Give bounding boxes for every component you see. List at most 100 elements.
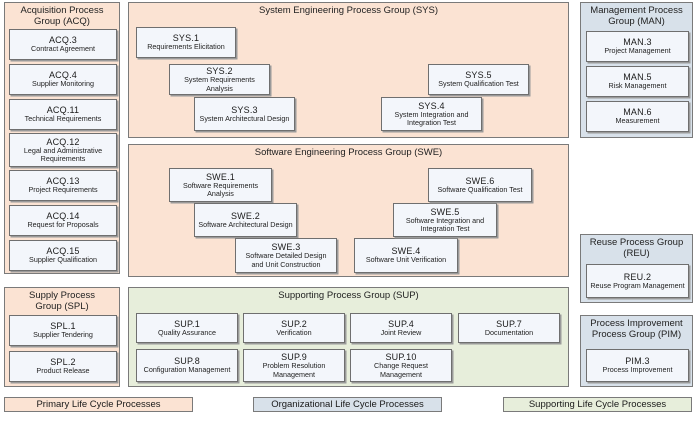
process-name: Configuration Management <box>143 365 231 375</box>
process-id: SYS.1 <box>172 33 200 44</box>
process-swe-1[interactable]: SWE.1 Software Requirements Analysis <box>169 168 272 202</box>
pim-group: Process Improvement Process Group (PIM) … <box>580 315 693 387</box>
process-id: SYS.3 <box>231 104 258 115</box>
process-id: SPL.2 <box>50 357 76 368</box>
process-name: Software Qualification Test <box>437 184 523 194</box>
process-id: PIM.3 <box>625 356 650 367</box>
process-name: Software Detailed Design and Unit Constr… <box>245 251 327 269</box>
process-id: MAN.5 <box>623 72 652 83</box>
legend-primary: Primary Life Cycle Processes <box>4 397 193 412</box>
process-id: ACQ.11 <box>46 105 80 116</box>
process-name: Legal and Administrative Requirements <box>23 145 103 163</box>
acq-group-title: Acquisition Process Group (ACQ) <box>20 5 104 27</box>
process-name: Process Improvement <box>602 365 673 375</box>
process-name: Problem Resolution Management <box>262 361 326 379</box>
swe-group-title: Software Engineering Process Group (SWE) <box>254 147 443 158</box>
acq-group: Acquisition Process Group (ACQ) ACQ.3 Co… <box>4 2 120 274</box>
process-name: Product Release <box>36 366 90 376</box>
process-name: System Integration and Integration Test <box>394 109 469 127</box>
process-id: SWE.5 <box>430 206 460 217</box>
process-name: System Qualification Test <box>438 79 519 89</box>
process-name: Software Requirements Analysis <box>182 180 259 198</box>
reu-group-title: Reuse Process Group (REU) <box>589 237 684 259</box>
process-name: Joint Review <box>380 327 422 337</box>
pim-group-title: Process Improvement Process Group (PIM) <box>590 318 683 340</box>
process-man-5[interactable]: MAN.5 Risk Management <box>586 66 689 97</box>
legend-supporting: Supporting Life Cycle Processes <box>503 397 692 412</box>
process-name: Software Architectural Design <box>198 219 293 229</box>
process-acq-3[interactable]: ACQ.3 Contract Agreement <box>9 29 117 60</box>
process-name: Project Management <box>604 46 671 56</box>
process-name: Project Requirements <box>28 185 98 195</box>
reu-group: Reuse Process Group (REU) REU.2 Reuse Pr… <box>580 234 693 303</box>
process-name: Requirements Elicitation <box>147 42 225 52</box>
process-spl-1[interactable]: SPL.1 Supplier Tendering <box>9 315 117 346</box>
process-id: ACQ.12 <box>46 136 80 147</box>
process-id: SUP.8 <box>174 356 200 367</box>
process-sup-4[interactable]: SUP.4 Joint Review <box>350 313 452 343</box>
process-sys-4[interactable]: SYS.4 System Integration and Integration… <box>381 97 482 131</box>
process-sys-3[interactable]: SYS.3 System Architectural Design <box>194 97 295 131</box>
process-id: SUP.10 <box>385 352 417 363</box>
process-sup-9[interactable]: SUP.9 Problem Resolution Management <box>243 349 345 382</box>
process-swe-5[interactable]: SWE.5 Software Integration and Integrati… <box>393 203 497 237</box>
process-name: Reuse Program Management <box>590 280 685 290</box>
process-swe-3[interactable]: SWE.3 Software Detailed Design and Unit … <box>235 238 337 273</box>
process-id: SWE.1 <box>205 171 235 182</box>
process-sup-2[interactable]: SUP.2 Verification <box>243 313 345 343</box>
process-name: Supplier Qualification <box>29 255 97 265</box>
process-id: ACQ.3 <box>48 35 77 46</box>
swe-group: Software Engineering Process Group (SWE)… <box>128 144 569 277</box>
process-id: SWE.4 <box>391 246 421 257</box>
process-sup-8[interactable]: SUP.8 Configuration Management <box>136 349 238 382</box>
process-swe-2[interactable]: SWE.2 Software Architectural Design <box>194 203 297 237</box>
process-id: SWE.6 <box>465 175 495 186</box>
sys-group-title: System Engineering Process Group (SYS) <box>259 5 438 16</box>
process-sys-2[interactable]: SYS.2 System Requirements Analysis <box>169 64 270 95</box>
man-group: Management Process Group (MAN) MAN.3 Pro… <box>580 2 693 138</box>
process-acq-4[interactable]: ACQ.4 Supplier Monitoring <box>9 64 117 95</box>
process-id: ACQ.14 <box>46 211 80 222</box>
process-name: Supplier Tendering <box>33 330 93 340</box>
process-name: Request for Proposals <box>27 220 99 230</box>
sys-group: System Engineering Process Group (SYS) S… <box>128 2 569 138</box>
process-name: Quality Assurance <box>158 327 216 337</box>
sup-group-title: Supporting Process Group (SUP) <box>278 290 419 301</box>
process-acq-15[interactable]: ACQ.15 Supplier Qualification <box>9 240 117 271</box>
process-sup-7[interactable]: SUP.7 Documentation <box>458 313 560 343</box>
process-acq-14[interactable]: ACQ.14 Request for Proposals <box>9 205 117 236</box>
process-swe-4[interactable]: SWE.4 Software Unit Verification <box>354 238 458 273</box>
process-id: ACQ.4 <box>48 70 77 81</box>
process-name: System Requirements Analysis <box>184 75 255 93</box>
process-name: System Architectural Design <box>199 113 290 123</box>
process-name: Contract Agreement <box>31 44 95 54</box>
process-name: Risk Management <box>608 81 667 91</box>
process-sup-1[interactable]: SUP.1 Quality Assurance <box>136 313 238 343</box>
process-spl-2[interactable]: SPL.2 Product Release <box>9 351 117 382</box>
spl-group: Supply Process Group (SPL) SPL.1 Supplie… <box>4 287 120 387</box>
process-id: SUP.7 <box>496 318 522 329</box>
process-pim-3[interactable]: PIM.3 Process Improvement <box>586 349 689 382</box>
process-id: SWE.2 <box>230 210 260 221</box>
process-man-6[interactable]: MAN.6 Measurement <box>586 101 689 132</box>
process-acq-11[interactable]: ACQ.11 Technical Requirements <box>9 99 117 130</box>
process-man-3[interactable]: MAN.3 Project Management <box>586 31 689 62</box>
process-sys-5[interactable]: SYS.5 System Qualification Test <box>428 64 529 95</box>
process-reu-2[interactable]: REU.2 Reuse Program Management <box>586 264 689 298</box>
process-id: SUP.9 <box>281 352 307 363</box>
process-id: MAN.6 <box>623 107 652 118</box>
process-name: Software Unit Verification <box>365 255 447 265</box>
process-name: Documentation <box>484 327 534 337</box>
process-name: Software Integration and Integration Tes… <box>405 215 485 233</box>
process-sys-1[interactable]: SYS.1 Requirements Elicitation <box>136 27 236 58</box>
legend-organizational: Organizational Life Cycle Processes <box>253 397 442 412</box>
process-acq-13[interactable]: ACQ.13 Project Requirements <box>9 170 117 201</box>
process-id: SUP.1 <box>174 318 200 329</box>
process-name: Change Request Management <box>374 361 428 379</box>
process-sup-10[interactable]: SUP.10 Change Request Management <box>350 349 452 382</box>
process-id: ACQ.15 <box>46 246 80 257</box>
spl-group-title: Supply Process Group (SPL) <box>28 290 95 312</box>
process-acq-12[interactable]: ACQ.12 Legal and Administrative Requirem… <box>9 133 117 167</box>
process-name: Supplier Monitoring <box>32 79 94 89</box>
process-swe-6[interactable]: SWE.6 Software Qualification Test <box>428 168 532 202</box>
